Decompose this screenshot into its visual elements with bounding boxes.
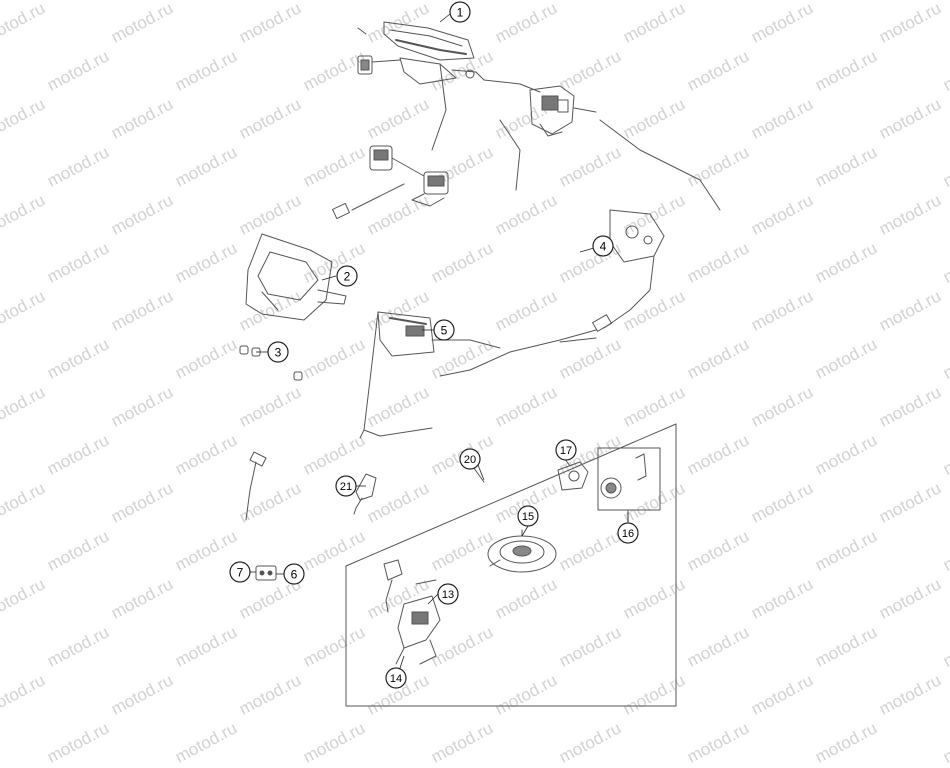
svg-text:15: 15 <box>522 511 534 523</box>
callout-2[interactable]: 2 <box>336 265 358 287</box>
watermark-text: motod.ru <box>428 718 497 767</box>
callout-16[interactable]: 16 <box>617 522 639 544</box>
svg-text:2: 2 <box>344 270 351 284</box>
watermark-text: motod.ru <box>684 718 753 767</box>
svg-text:7: 7 <box>237 566 244 580</box>
exploded-view-drawing <box>239 13 721 707</box>
leader-lines <box>250 13 629 669</box>
svg-text:6: 6 <box>291 568 298 582</box>
callout-4[interactable]: 4 <box>592 235 614 257</box>
callout-3[interactable]: 3 <box>267 341 289 363</box>
part-headlight-mask <box>245 233 347 321</box>
callout-13[interactable]: 13 <box>437 583 459 605</box>
svg-text:1: 1 <box>457 6 464 20</box>
callout-1[interactable]: 1 <box>449 1 471 23</box>
part-switch-connector <box>529 85 597 137</box>
svg-text:20: 20 <box>464 454 476 466</box>
watermark-text: motod.ru <box>940 718 950 767</box>
callout-6[interactable]: 6 <box>283 563 305 585</box>
svg-text:21: 21 <box>340 481 352 493</box>
part-seat-lock-box <box>597 447 661 523</box>
callout-7[interactable]: 7 <box>229 561 251 583</box>
part-ignition-key <box>353 473 377 515</box>
svg-text:5: 5 <box>441 324 448 338</box>
svg-text:3: 3 <box>275 346 282 360</box>
callout-15[interactable]: 15 <box>517 505 539 527</box>
watermark-text: motod.ru <box>44 718 113 767</box>
svg-text:4: 4 <box>600 240 607 254</box>
part-wiring-connectors <box>332 145 449 219</box>
callout-17[interactable]: 17 <box>555 439 577 461</box>
callout-14[interactable]: 14 <box>385 667 407 689</box>
watermark-text: motod.ru <box>812 718 881 767</box>
svg-text:17: 17 <box>560 445 572 457</box>
watermark-text: motod.ru <box>556 718 625 767</box>
callout-20[interactable]: 20 <box>459 448 481 470</box>
svg-text:13: 13 <box>442 589 454 601</box>
svg-text:16: 16 <box>622 528 634 540</box>
watermark-text: motod.ru <box>172 718 241 767</box>
callout-5[interactable]: 5 <box>433 319 455 341</box>
part-ignition-lock <box>383 559 441 665</box>
callout-layer: 1 2 3 4 5 6 7 13 14 15 16 17 20 21 <box>229 1 639 689</box>
watermark-text: motod.ru <box>300 718 369 767</box>
svg-text:14: 14 <box>390 673 402 685</box>
callout-21[interactable]: 21 <box>335 475 357 497</box>
part-relay-assembly <box>245 451 277 581</box>
